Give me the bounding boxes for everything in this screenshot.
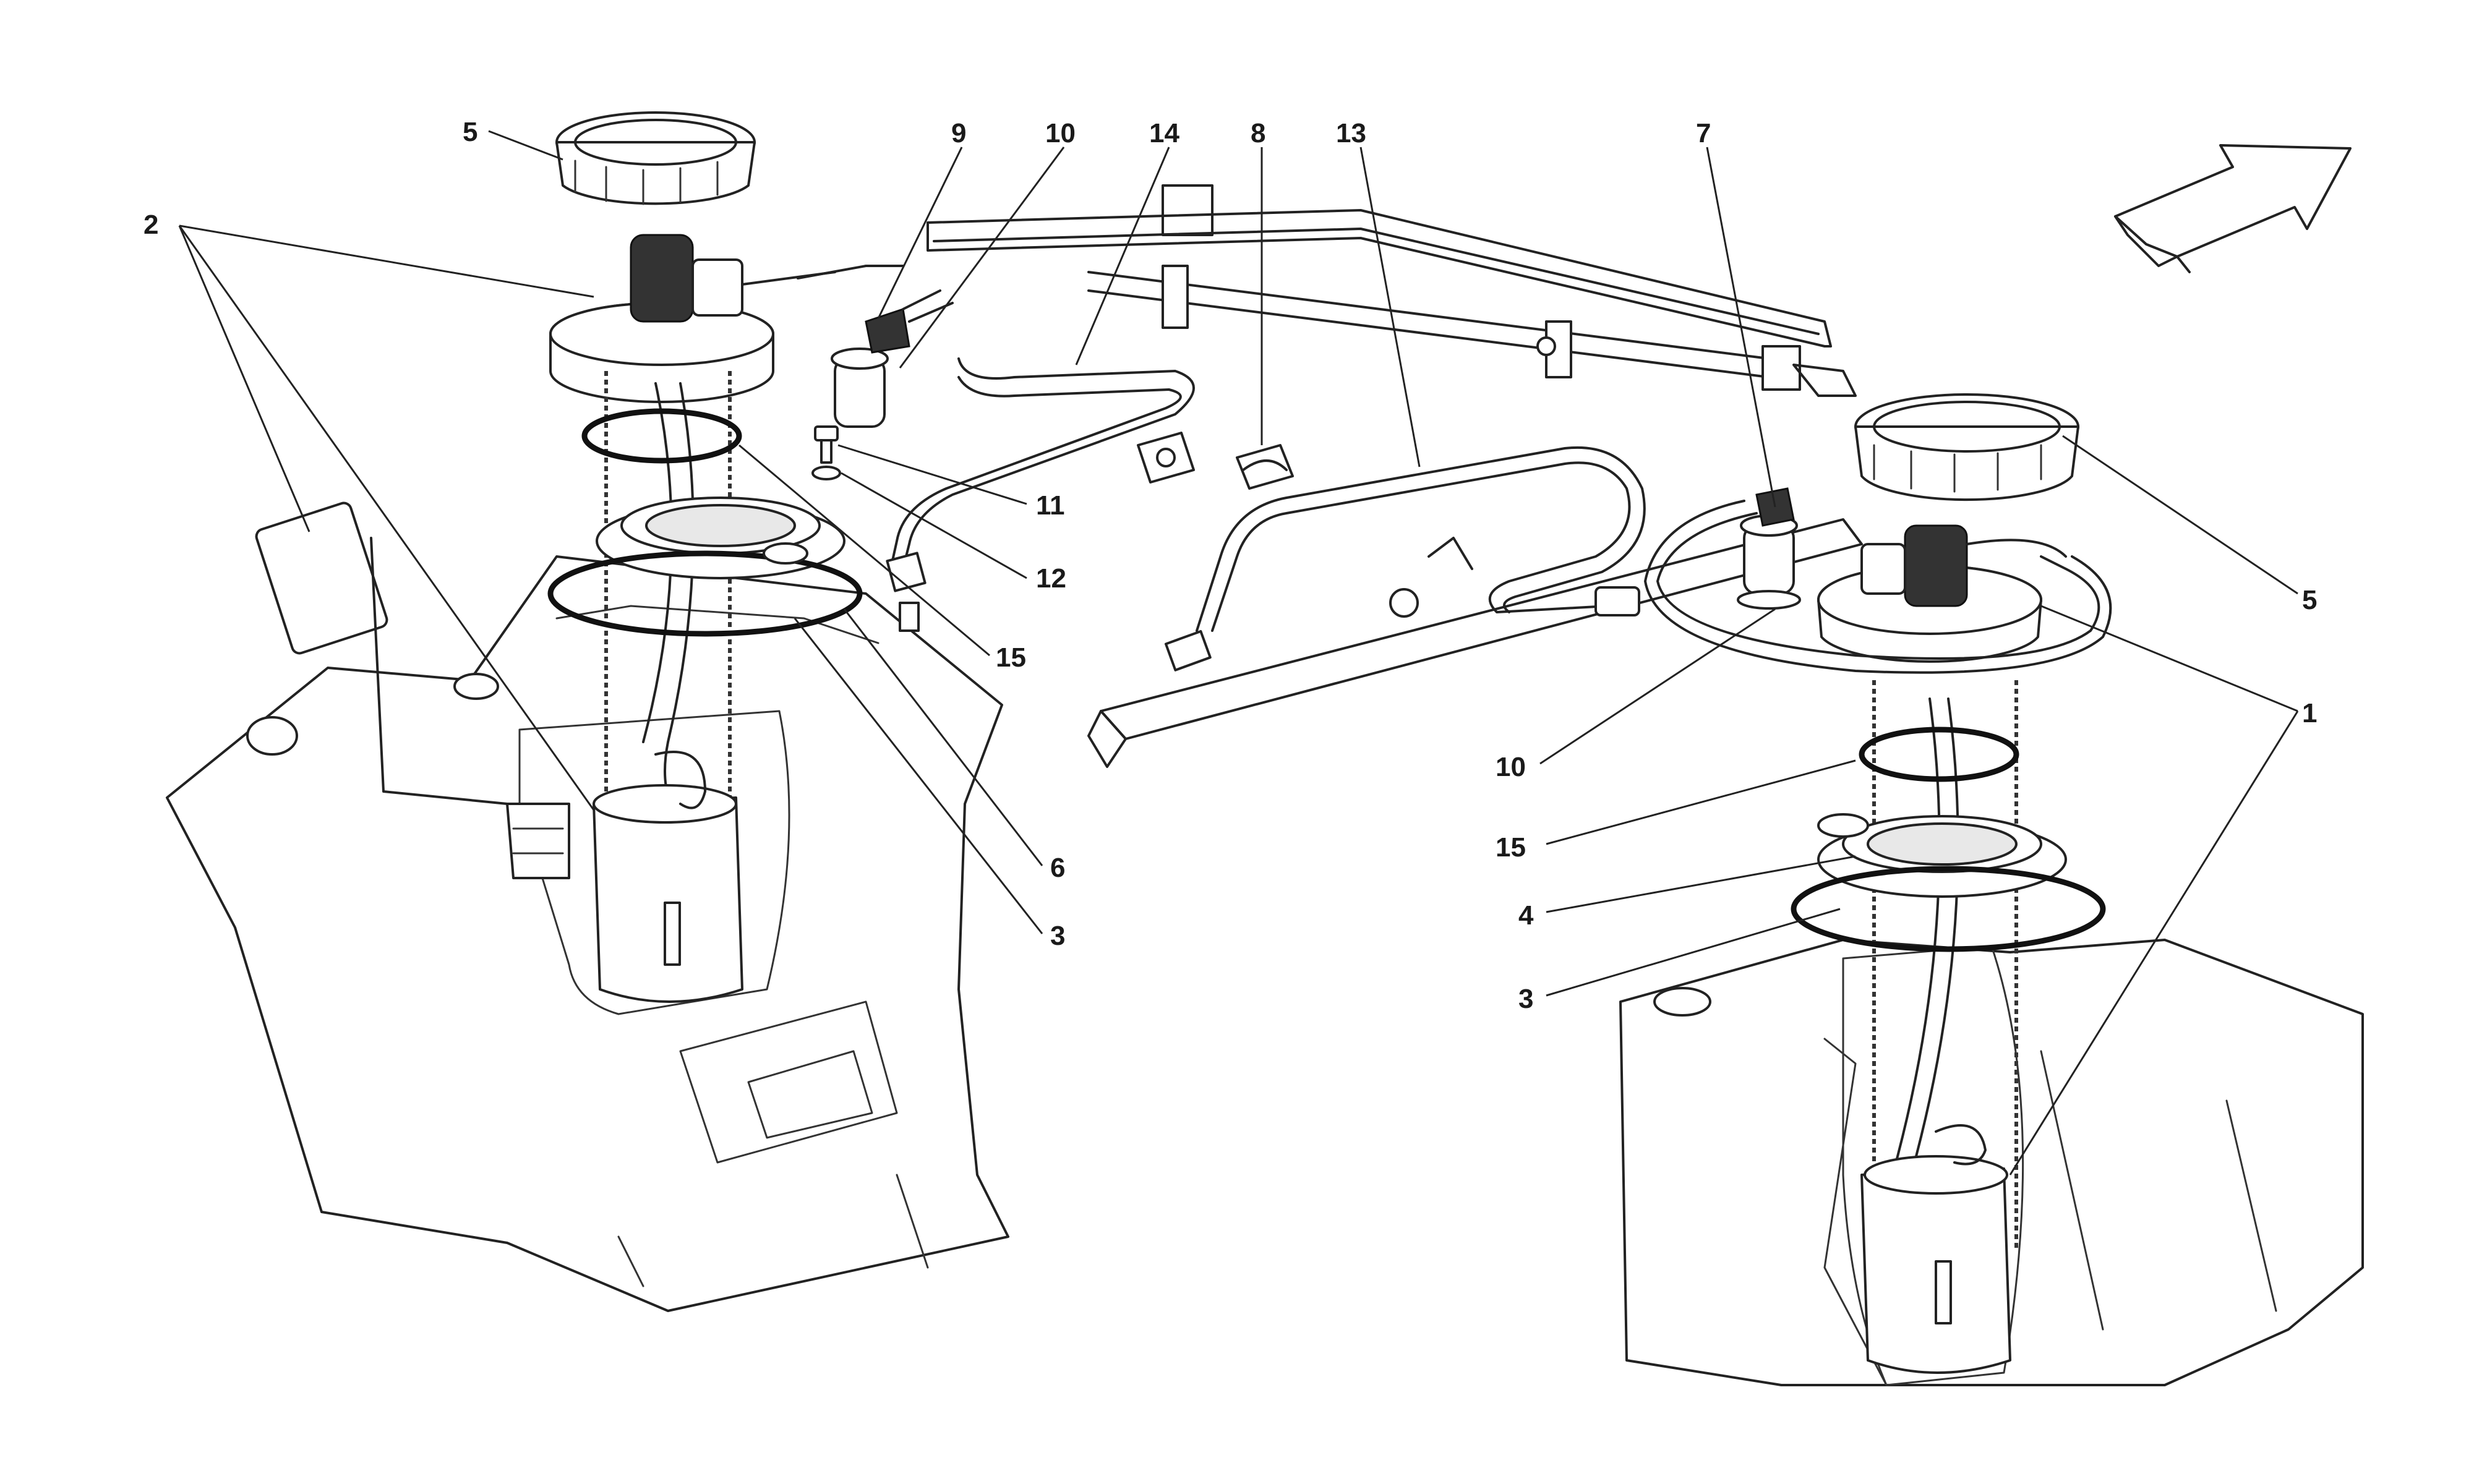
callout-5-left: 5 xyxy=(463,117,477,147)
callout-8: 8 xyxy=(1251,118,1265,148)
direction-arrow-icon xyxy=(2114,144,2352,273)
callout-15-left: 15 xyxy=(996,642,1026,673)
callout-5-right: 5 xyxy=(2302,585,2317,615)
callout-4: 4 xyxy=(1518,900,1534,931)
callout-3-left: 3 xyxy=(1050,921,1065,951)
fuel-level-sender xyxy=(255,501,570,879)
callout-13: 13 xyxy=(1336,118,1366,148)
callout-2: 2 xyxy=(143,210,158,240)
leader-lines xyxy=(178,130,2299,1175)
callout-10-right: 10 xyxy=(1496,752,1526,782)
fuel-tank-left xyxy=(166,555,1009,1312)
lock-ring-left xyxy=(555,111,756,205)
callout-11: 11 xyxy=(1036,490,1065,521)
seal-rings-left xyxy=(547,408,863,637)
washer-12 xyxy=(811,466,841,480)
fuel-rail-assembly xyxy=(927,184,1863,768)
callout-7: 7 xyxy=(1696,118,1711,148)
seal-rings-right xyxy=(1791,727,2106,952)
bolt-11 xyxy=(814,425,839,464)
fuel-pump-module-right xyxy=(1817,524,2067,1374)
clip-8 xyxy=(1236,444,1294,490)
bracket-plate xyxy=(1137,432,1195,484)
pressure-regulator-left xyxy=(797,265,954,428)
lock-ring-right xyxy=(1854,393,2079,501)
callout-6: 6 xyxy=(1050,853,1065,883)
callout-3-right: 3 xyxy=(1518,984,1533,1014)
callout-12: 12 xyxy=(1036,563,1066,594)
pressure-regulator-right xyxy=(1644,487,2112,674)
callout-15-right: 15 xyxy=(1496,832,1526,863)
callout-14: 14 xyxy=(1149,118,1179,148)
callouts: 5 2 9 10 14 8 13 7 11 12 15 6 3 5 1 10 1… xyxy=(143,117,2317,1014)
callout-1: 1 xyxy=(2302,698,2317,728)
fuel-pump-module-left xyxy=(549,234,836,1003)
callout-10-top: 10 xyxy=(1045,118,1076,148)
callout-9: 9 xyxy=(951,118,966,148)
hose-13 xyxy=(1164,446,1646,672)
